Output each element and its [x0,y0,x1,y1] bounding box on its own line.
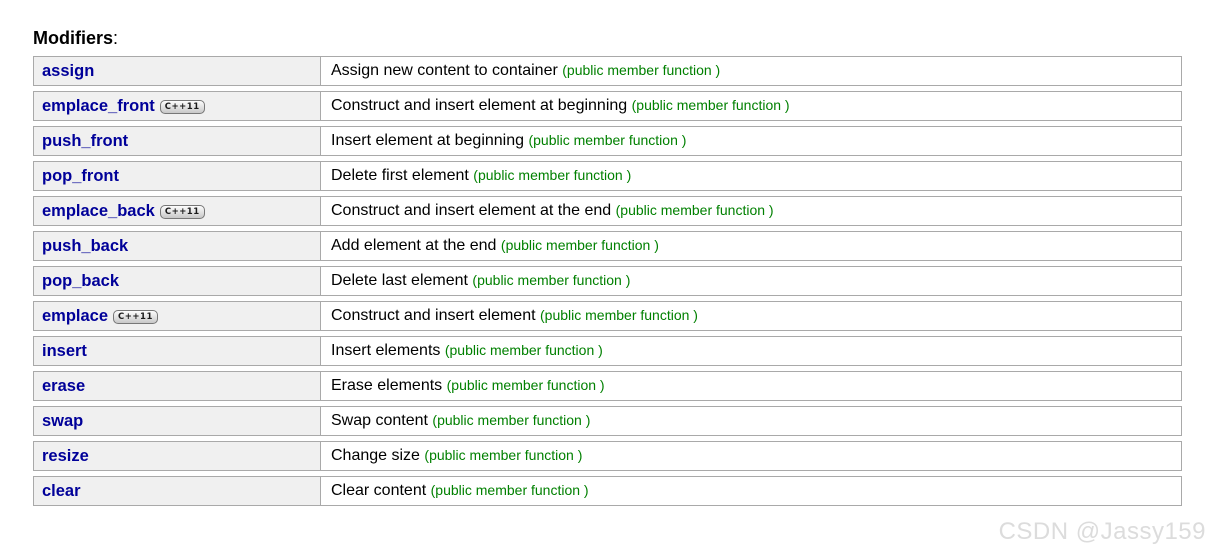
table-row: pop_back Delete last element (public mem… [33,266,1182,296]
table-row: pop_front Delete first element (public m… [33,161,1182,191]
cpp11-badge: C++11 [113,309,158,324]
member-function-link[interactable]: pop_back [42,271,120,290]
member-function-link[interactable]: pop_front [42,166,119,185]
member-type-label: (public member function ) [631,97,790,113]
table-row: emplace_front C++11 Construct and insert … [33,91,1182,121]
member-desc-cell: Add element at the end (public member fu… [321,231,1182,261]
member-type-label: (public member function ) [615,202,774,218]
member-description: Erase elements [331,377,443,394]
member-desc-cell: Delete last element (public member funct… [321,266,1182,296]
member-desc-cell: Erase elements (public member function ) [321,371,1182,401]
member-name-cell: insert [33,336,321,366]
section-heading: Modifiers: [33,26,1182,50]
table-row: insert Insert elements (public member fu… [33,336,1182,366]
member-function-link[interactable]: emplace [42,306,109,325]
csdn-watermark: CSDN @Jassy159 [998,518,1206,545]
member-function-link[interactable]: resize [42,446,89,465]
member-description: Construct and insert element [331,307,536,324]
member-name-cell: clear [33,476,321,506]
table-row: push_back Add element at the end (public… [33,231,1182,261]
member-description: Change size [331,447,420,464]
cpp11-badge: C++11 [159,99,205,114]
reference-section: Modifiers: assign Assign new content to … [33,26,1182,511]
table-row: emplace_back C++11 Construct and insert e… [33,196,1182,226]
member-description: Construct and insert element at beginnin… [331,97,628,114]
member-description: Assign new content to container [331,62,558,79]
member-function-link[interactable]: push_front [42,131,129,150]
member-function-link[interactable]: insert [42,341,87,360]
modifiers-table: assign Assign new content to container (… [33,51,1182,511]
section-heading-text: Modifiers [33,28,114,48]
member-description: Delete first element [331,167,469,184]
table-row: clear Clear content (public member funct… [33,476,1182,506]
member-description: Construct and insert element at the end [331,202,612,219]
member-name-cell: emplace C++11 [33,301,321,331]
member-function-link[interactable]: emplace_front [42,96,155,115]
table-row: resize Change size (public member functi… [33,441,1182,471]
member-name-cell: emplace_front C++11 [33,91,321,121]
member-name-cell: resize [33,441,321,471]
member-description: Swap content [331,412,428,429]
member-type-label: (public member function ) [473,167,632,183]
member-type-label: (public member function ) [500,237,659,253]
member-desc-cell: Change size (public member function ) [321,441,1182,471]
table-row: erase Erase elements (public member func… [33,371,1182,401]
member-type-label: (public member function ) [562,62,721,78]
member-function-link[interactable]: swap [42,411,84,430]
member-function-link[interactable]: push_back [42,236,129,255]
member-desc-cell: Insert elements (public member function … [321,336,1182,366]
member-name-cell: pop_back [33,266,321,296]
member-desc-cell: Clear content (public member function ) [321,476,1182,506]
cpp11-badge: C++11 [159,204,205,219]
member-name-cell: pop_front [33,161,321,191]
member-name-cell: assign [33,56,321,86]
member-type-label: (public member function ) [472,272,631,288]
table-row: assign Assign new content to container (… [33,56,1182,86]
table-row: swap Swap content (public member functio… [33,406,1182,436]
member-name-cell: erase [33,371,321,401]
member-desc-cell: Construct and insert element (public mem… [321,301,1182,331]
member-desc-cell: Delete first element (public member func… [321,161,1182,191]
member-desc-cell: Swap content (public member function ) [321,406,1182,436]
table-row: emplace C++11 Construct and insert elemen… [33,301,1182,331]
member-function-link[interactable]: clear [42,481,81,500]
member-description: Insert elements [331,342,441,359]
member-name-cell: push_back [33,231,321,261]
member-description: Clear content [331,482,427,499]
member-description: Delete last element [331,272,468,289]
member-function-link[interactable]: erase [42,376,86,395]
member-type-label: (public member function ) [446,377,605,393]
member-name-cell: emplace_back C++11 [33,196,321,226]
member-desc-cell: Construct and insert element at the end … [321,196,1182,226]
member-description: Add element at the end [331,237,497,254]
member-name-cell: push_front [33,126,321,156]
member-type-label: (public member function ) [432,412,591,428]
member-type-label: (public member function ) [540,307,698,323]
member-desc-cell: Construct and insert element at beginnin… [321,91,1182,121]
member-type-label: (public member function ) [528,132,687,148]
member-type-label: (public member function ) [444,342,603,358]
member-type-label: (public member function ) [430,482,589,498]
member-function-link[interactable]: emplace_back [42,201,155,220]
member-description: Insert element at beginning [331,132,525,149]
member-desc-cell: Insert element at beginning (public memb… [321,126,1182,156]
member-name-cell: swap [33,406,321,436]
member-desc-cell: Assign new content to container (public … [321,56,1182,86]
table-row: push_front Insert element at beginning (… [33,126,1182,156]
member-type-label: (public member function ) [424,447,583,463]
member-function-link[interactable]: assign [42,61,95,80]
section-heading-colon: : [113,28,119,48]
